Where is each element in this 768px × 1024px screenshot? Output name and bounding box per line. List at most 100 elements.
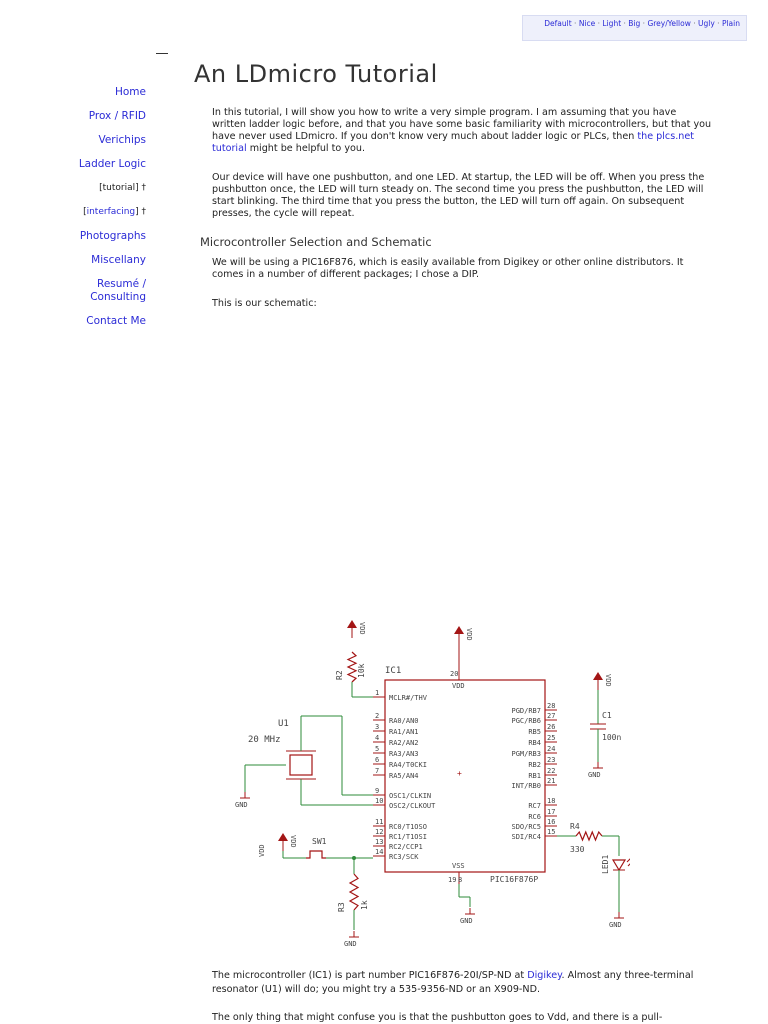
gnd-led-label: GND	[609, 921, 622, 929]
pin-number: 13	[375, 838, 383, 846]
sidebar-item-resume-consulting[interactable]: Resumé /Consulting	[40, 278, 146, 304]
pin-name: RB5	[528, 728, 541, 736]
resistor-r2	[346, 651, 358, 683]
pin-name: PGM/RB3	[511, 750, 541, 758]
sidebar-item-contact[interactable]: Contact Me	[86, 315, 146, 327]
gnd-ic-label: GND	[460, 917, 473, 925]
style-separator: ·	[714, 19, 722, 28]
resonator-u1	[289, 754, 313, 776]
pin-name: PGD/RB7	[511, 707, 541, 715]
pin-number: 6	[375, 756, 379, 764]
page-title: An LDmicro Tutorial	[194, 60, 438, 88]
pin-number: 23	[547, 756, 555, 764]
closing-paragraph: The only thing that might confuse you is…	[212, 1012, 663, 1023]
pin-number: 27	[547, 712, 555, 720]
device-paragraph: Our device will have one pushbutton, and…	[212, 172, 705, 219]
ic-vss-label: VSS	[452, 862, 465, 870]
style-option-plain[interactable]: Plain	[721, 19, 740, 28]
dagger-mark: †	[141, 207, 147, 217]
pin-number: 22	[547, 767, 555, 775]
pin-name: RC0/T1OSO	[389, 823, 427, 831]
pin-number: 17	[547, 808, 555, 816]
style-option-default[interactable]: Default	[544, 19, 572, 28]
sidebar-nav: Home Prox / RFID Verichips Ladder Logic …	[40, 86, 146, 339]
pin-number: 1	[375, 689, 379, 697]
digikey-link[interactable]: Digikey	[527, 970, 562, 981]
interfacing-link[interactable]: interfacing	[86, 207, 136, 217]
sidebar-item-home[interactable]: Home	[114, 86, 146, 98]
sidebar-subitem-interfacing: [interfacing] †	[83, 207, 147, 217]
pin-number: 2	[375, 712, 379, 720]
pin-number: 26	[547, 723, 555, 731]
style-separator: ·	[621, 19, 629, 28]
pin-name: RC3/SCK	[389, 853, 419, 861]
pin-number: 12	[375, 828, 383, 836]
vdd-sw-label: VDD	[289, 835, 297, 848]
c1-value-label: 100n	[602, 733, 621, 742]
u1-name-label: U1	[278, 719, 289, 729]
sidebar-item-miscellany[interactable]: Miscellany	[91, 254, 146, 266]
vdd-c1-arrow	[593, 672, 603, 680]
pin-name: SDI/RC4	[511, 833, 541, 841]
sidebar-item-ladder-logic[interactable]: Ladder Logic	[78, 158, 146, 170]
pin-number: 21	[547, 777, 555, 785]
pin-name: RB2	[528, 761, 541, 769]
pin-name: RA4/T0CKI	[389, 761, 427, 769]
u1-value-label: 20 MHz	[248, 735, 281, 745]
r4-value-label: 330	[570, 845, 585, 854]
r4-name-label: R4	[570, 822, 580, 831]
sidebar-item-verichips[interactable]: Verichips	[98, 134, 146, 146]
led1-ray	[626, 858, 630, 863]
pin-name: RC2/CCP1	[389, 843, 423, 851]
pin-number: 18	[547, 797, 555, 805]
section-heading: Microcontroller Selection and Schematic	[200, 235, 432, 249]
sidebar-item-prox-rfid[interactable]: Prox / RFID	[88, 110, 146, 122]
plcs-tutorial-link[interactable]: the plcs.net tutorial	[212, 131, 694, 154]
part-paragraph: The microcontroller (IC1) is part number…	[212, 969, 712, 997]
pin-number: 4	[375, 734, 379, 742]
r3-name-label: R3	[337, 902, 346, 912]
pin-number: 28	[547, 702, 555, 710]
sw-vdd-text: VDD	[258, 844, 266, 857]
pin-name: RB1	[528, 772, 541, 780]
ic-vdd-label: VDD	[452, 682, 465, 690]
sidebar-item-photographs[interactable]: Photographs	[79, 230, 146, 242]
pin-number: 24	[547, 745, 555, 753]
style-switcher: Default · Nice · Light · Big · Grey/Yell…	[522, 15, 747, 41]
style-separator: ·	[571, 19, 579, 28]
schematic-intro: This is our schematic:	[212, 298, 317, 309]
style-option-light[interactable]: Light	[602, 19, 622, 28]
intro-paragraph: In this tutorial, I will show you how to…	[212, 107, 712, 155]
pin-name: SDO/RC5	[511, 823, 541, 831]
pin-number: 8	[458, 876, 462, 884]
tutorial-link[interactable]: tutorial	[102, 183, 136, 193]
gnd-r3-label: GND	[344, 940, 357, 948]
ic-name-label: IC1	[385, 666, 401, 676]
led1-ray	[627, 863, 630, 867]
vdd-r2-arrow	[347, 620, 357, 628]
pin-name: RA3/AN3	[389, 750, 419, 758]
pin-name: INT/RB0	[511, 782, 541, 790]
r2-value-label: 10k	[357, 663, 366, 678]
pin-name: RA0/AN0	[389, 717, 419, 725]
style-option-ugly[interactable]: Ugly	[698, 19, 715, 28]
intro-text: In this tutorial, I will show you how to…	[212, 107, 712, 142]
selection-paragraph: We will be using a PIC16F876, which is e…	[212, 257, 684, 280]
pin-name: RC1/T1OSI	[389, 833, 427, 841]
pin-name: OSC2/CLKOUT	[389, 802, 436, 810]
r3-value-label: 1k	[360, 900, 369, 910]
pin-name: RA1/AN1	[389, 728, 419, 736]
vdd-sw-arrow	[278, 833, 288, 841]
ic-marker: +	[457, 769, 462, 778]
pin-number: 25	[547, 734, 555, 742]
resume-line-1: Resumé /	[97, 278, 146, 290]
pin-number: 20	[450, 670, 458, 678]
style-option-nice[interactable]: Nice	[578, 19, 596, 28]
style-option-big[interactable]: Big	[628, 19, 641, 28]
style-option-grey-yellow[interactable]: Grey/Yellow	[647, 19, 691, 28]
pushbutton-sw1	[306, 850, 326, 859]
style-separator: ·	[640, 19, 648, 28]
pin-number: 5	[375, 745, 379, 753]
vdd-c1-label: VDD	[604, 674, 612, 687]
pin-name: MCLR#/THV	[389, 694, 428, 702]
